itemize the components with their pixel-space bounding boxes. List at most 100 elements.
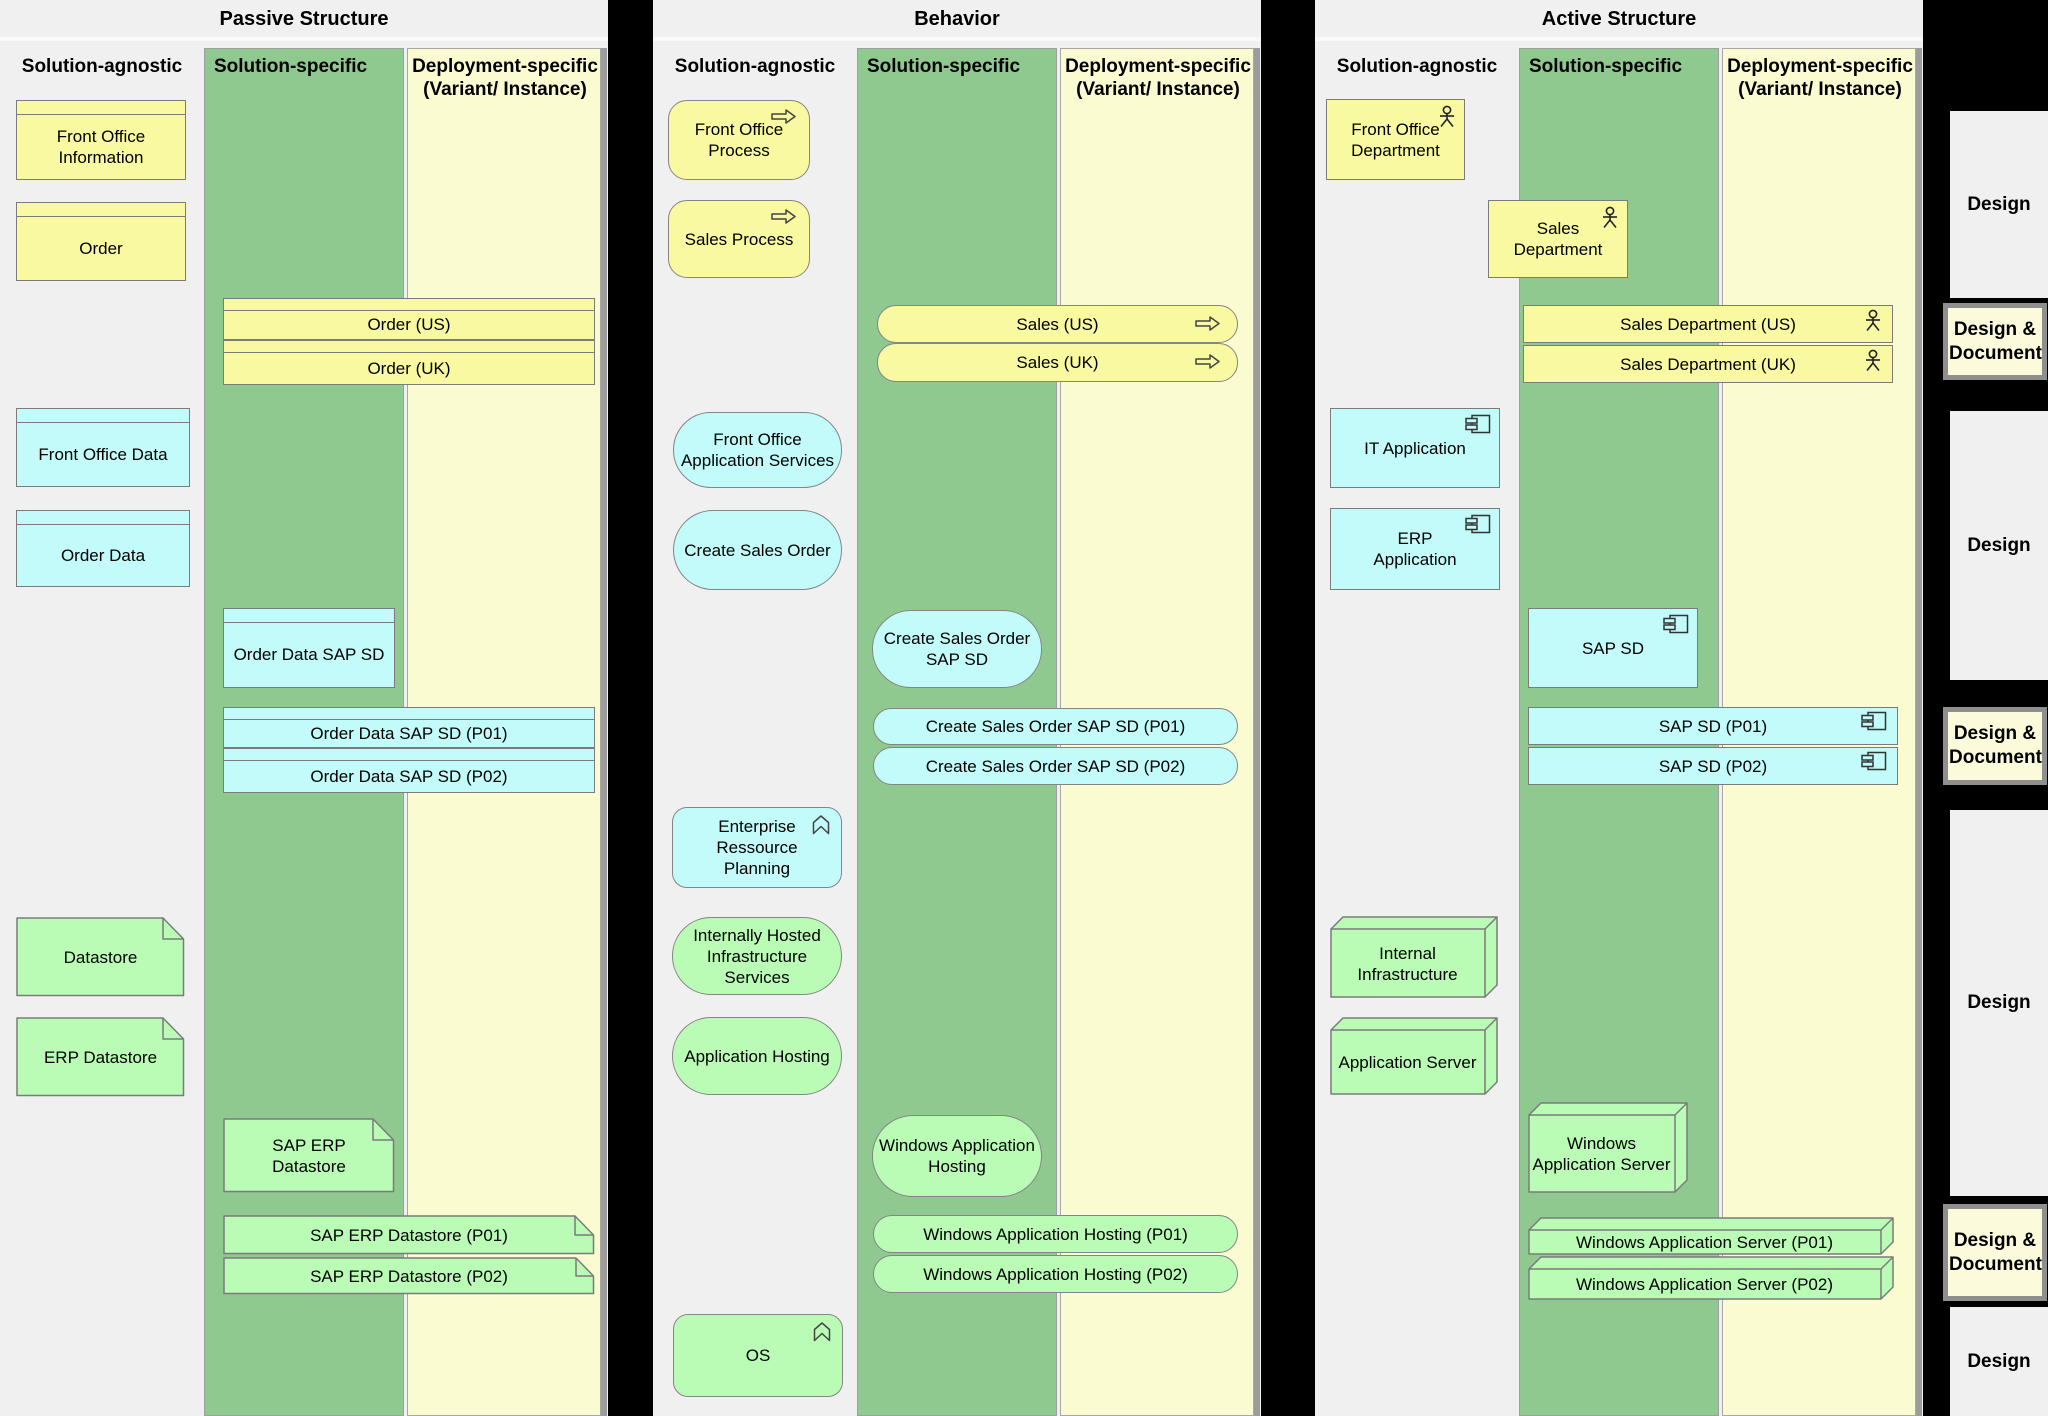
object-strip — [224, 609, 394, 623]
column-header-line1: Deployment-specific — [1065, 56, 1251, 77]
column-header-solution-specific: Solution-specific — [214, 56, 368, 77]
element-windows-application-hosting-p01[interactable]: Windows Application Hosting (P01) — [873, 1215, 1238, 1253]
object-strip — [224, 341, 594, 353]
element-datastore[interactable]: Datastore — [16, 917, 185, 997]
element-order[interactable]: Order — [16, 202, 186, 281]
element-sap-sd[interactable]: SAP SD — [1528, 608, 1698, 688]
element-label: SAP ERP Datastore — [272, 1135, 346, 1176]
element-label: Order Data — [60, 545, 146, 565]
element-create-sales-order-sap-sd-p02[interactable]: Create Sales Order SAP SD (P02) — [873, 747, 1238, 785]
element-label: Windows Application Hosting — [879, 1136, 1035, 1176]
element-create-sales-order-sap-sd[interactable]: Create Sales Order SAP SD — [872, 610, 1042, 688]
column-header-line1: Deployment-specific — [1727, 56, 1913, 77]
element-label: Internal Infrastructure — [1357, 943, 1458, 984]
element-label: Application Server — [1338, 1053, 1477, 1072]
element-sales-us[interactable]: Sales (US) — [877, 305, 1238, 343]
element-create-sales-order[interactable]: Create Sales Order — [673, 510, 842, 590]
element-label: Datastore — [63, 947, 138, 967]
element-order-us[interactable]: Order (US) — [223, 298, 595, 340]
element-label: Order Data SAP SD — [233, 645, 385, 664]
element-sales-uk[interactable]: Sales (UK) — [877, 343, 1238, 382]
element-front-office-application-services[interactable]: Front Office Application Services — [673, 412, 842, 488]
component-icon — [1663, 614, 1689, 634]
sidebar-design-band-4: Design — [1950, 1307, 2048, 1416]
element-os[interactable]: OS — [673, 1314, 843, 1397]
element-sales-process[interactable]: Sales Process — [668, 200, 810, 278]
element-sales-department-uk[interactable]: Sales Department (UK) — [1523, 345, 1893, 383]
column-header-line1: Deployment-specific — [412, 56, 598, 77]
element-order-data-sap-sd-p02[interactable]: Order Data SAP SD (P02) — [223, 748, 595, 793]
element-label: Enterprise Ressource Planning — [716, 817, 798, 878]
element-create-sales-order-sap-sd-p01[interactable]: Create Sales Order SAP SD (P01) — [873, 708, 1238, 745]
object-strip — [224, 749, 594, 761]
panel-title: Behavior — [914, 8, 1000, 30]
element-windows-application-server-p01[interactable]: Windows Application Server (P01) — [1528, 1217, 1894, 1255]
element-label: Create Sales Order SAP SD (P02) — [925, 756, 1186, 776]
element-sap-sd-p02[interactable]: SAP SD (P02) — [1528, 747, 1898, 785]
object-strip — [17, 203, 185, 217]
panel-title: Passive Structure — [219, 8, 389, 30]
sidebar-label: Design — [1967, 992, 2031, 1013]
element-internally-hosted-infrastructure-services[interactable]: Internally Hosted Infrastructure Service… — [672, 917, 842, 995]
element-label: Order Data SAP SD (P01) — [310, 723, 508, 743]
element-label: SAP ERP Datastore (P02) — [310, 1266, 508, 1286]
element-label: Create Sales Order — [684, 540, 831, 560]
component-icon — [1465, 414, 1491, 434]
element-order-data[interactable]: Order Data — [16, 510, 190, 587]
element-order-uk[interactable]: Order (UK) — [223, 340, 595, 385]
element-order-data-sap-sd[interactable]: Order Data SAP SD — [223, 608, 395, 688]
element-label: Order Data SAP SD (P02) — [310, 766, 508, 786]
object-strip — [224, 708, 594, 720]
object-strip — [224, 299, 594, 311]
element-enterprise-ressource-planning[interactable]: Enterprise Ressource Planning — [672, 807, 842, 888]
sidebar-design-band-2: Design — [1950, 411, 2048, 680]
element-sap-sd-p01[interactable]: SAP SD (P01) — [1528, 707, 1898, 745]
element-front-office-process[interactable]: Front Office Process — [668, 100, 810, 180]
element-label: SAP SD (P01) — [1658, 716, 1768, 736]
element-label: Create Sales Order SAP SD (P01) — [925, 717, 1186, 736]
sidebar-label: Design & Document — [1949, 318, 2042, 364]
element-front-office-information[interactable]: Front Office Information — [16, 100, 186, 180]
component-icon — [1465, 514, 1491, 534]
element-application-hosting[interactable]: Application Hosting — [672, 1017, 842, 1095]
panel-active-structure: Active Structure Solution-agnostic Solut… — [1315, 0, 1923, 1416]
column-header-solution-agnostic: Solution-agnostic — [674, 56, 836, 77]
panel-behavior: Behavior Solution-agnostic Solution-spec… — [653, 0, 1261, 1416]
sidebar-label: Design — [1967, 534, 2031, 556]
actor-icon — [1438, 105, 1456, 129]
sidebar-label: Design — [1967, 1350, 2031, 1372]
element-windows-application-hosting[interactable]: Windows Application Hosting — [872, 1115, 1042, 1197]
column-header-deployment-specific: Deployment-specific (Variant/ Instance) — [1725, 55, 1915, 101]
element-erp-datastore[interactable]: ERP Datastore — [16, 1017, 185, 1097]
element-label: SAP SD — [1581, 638, 1645, 658]
element-it-application[interactable]: IT Application — [1330, 408, 1500, 488]
element-windows-application-hosting-p02[interactable]: Windows Application Hosting (P02) — [873, 1255, 1238, 1293]
element-label: Sales Process — [684, 229, 794, 249]
element-sap-erp-datastore-p01[interactable]: SAP ERP Datastore (P01) — [223, 1215, 595, 1255]
sidebar-design-band-3: Design — [1950, 810, 2048, 1196]
element-label: Front Office Information — [56, 126, 146, 167]
element-internal-infrastructure[interactable]: Internal Infrastructure — [1330, 916, 1498, 998]
element-windows-application-server-p02[interactable]: Windows Application Server (P02) — [1528, 1256, 1894, 1300]
object-strip — [17, 511, 189, 525]
element-erp-application[interactable]: ERP Application — [1330, 508, 1500, 590]
sidebar-label: Design — [1967, 193, 2031, 215]
element-sap-erp-datastore[interactable]: SAP ERP Datastore — [223, 1118, 395, 1193]
process-arrow-icon — [770, 108, 797, 125]
element-sales-department[interactable]: Sales Department — [1488, 200, 1628, 278]
column-header-solution-agnostic: Solution-agnostic — [1336, 56, 1498, 77]
element-label: Application Hosting — [684, 1046, 830, 1066]
element-sap-erp-datastore-p02[interactable]: SAP ERP Datastore (P02) — [223, 1257, 595, 1295]
element-label: Windows Application Hosting (P01) — [923, 1224, 1188, 1244]
column-header-line2: (Variant/ Instance) — [1738, 79, 1902, 100]
element-front-office-data[interactable]: Front Office Data — [16, 408, 190, 487]
element-label: ERP Application — [1373, 529, 1457, 569]
column-header-solution-specific: Solution-specific — [1529, 56, 1683, 77]
element-application-server[interactable]: Application Server — [1330, 1017, 1498, 1095]
sidebar-design-document-box-2: Design & Document — [1943, 707, 2047, 785]
element-windows-application-server[interactable]: Windows Application Server — [1528, 1102, 1688, 1193]
element-order-data-sap-sd-p01[interactable]: Order Data SAP SD (P01) — [223, 707, 595, 748]
process-arrow-icon — [1194, 353, 1221, 370]
element-sales-department-us[interactable]: Sales Department (US) — [1523, 305, 1893, 343]
element-front-office-department[interactable]: Front Office Department — [1326, 99, 1465, 180]
